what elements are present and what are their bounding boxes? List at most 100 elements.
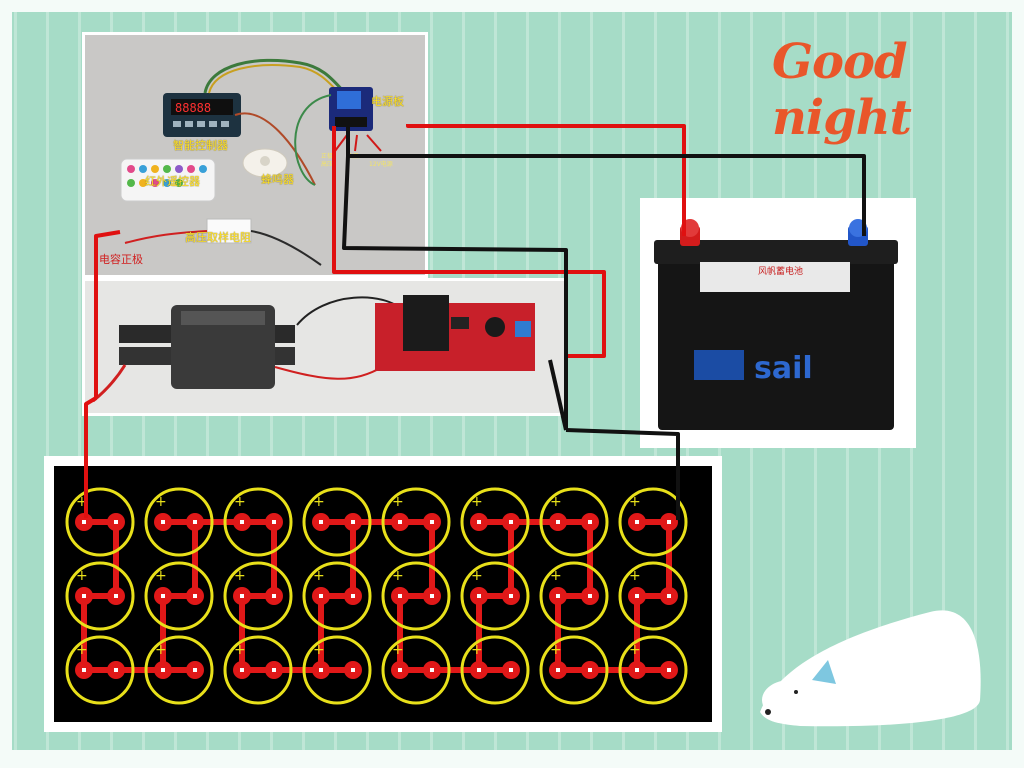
buzzer-label: 蜂鸣器 [261,173,294,186]
pcb-plus-marker: + [629,494,641,510]
relay-terminal-block [335,117,367,127]
pcb-pad-hole [556,594,560,598]
pcb-pad-hole [82,594,86,598]
transformer-coil-highlight [181,311,265,325]
pcb-pad-hole [240,594,244,598]
smart-controller-digits: 88888 [175,101,211,115]
pcb-pad-hole [193,668,197,672]
pcb-capacitor-outline [381,561,451,631]
pcb-capacitor-outline [144,487,214,557]
resistor-lead-red [124,230,208,244]
battery-case [658,258,894,430]
pcb-plus-marker: + [313,642,325,658]
pcb-plus-marker: + [471,494,483,510]
transformer-coil [171,305,275,389]
driver-ic [451,317,469,329]
hv-sampling-resistor-body [206,218,252,244]
resistor-lead-black [250,230,322,266]
pcb-pad-hole [556,668,560,672]
green-loop-wire [294,94,332,186]
pcb-pad-hole [82,668,86,672]
pcb-plus-marker: + [629,568,641,584]
pcb-pad-hole [588,520,592,524]
transformer-lead-red-2 [274,364,386,380]
pcb-pad-hole [114,520,118,524]
pcb-pad-hole [635,594,639,598]
pcb-capacitor-outline [539,561,609,631]
transformer-photo-panel [82,278,568,416]
pcb-capacitor-outline [65,487,135,557]
pcb-pad-hole [398,668,402,672]
controller-cable-yellow [208,64,344,98]
controller-cable-brown [234,112,316,186]
battery-negative-cap [849,219,867,237]
pcb-pad-hole [509,668,513,672]
battery-positive-cap [681,219,699,237]
pcb-capacitor-outline [302,561,372,631]
pcb-plus-marker: + [155,568,167,584]
pcb-pad-hole [398,520,402,524]
pcb-pad-hole [319,594,323,598]
ir-remote-label: 红外遥控器 [145,175,200,188]
pcb-pad-hole [667,520,671,524]
pcb-pad-hole [430,520,434,524]
pcb-pad-hole [319,668,323,672]
pcb-capacitor-outline [539,635,609,705]
pcb-plus-marker: + [550,568,562,584]
pcb-pad-hole [351,594,355,598]
pcb-pad-hole [430,594,434,598]
pcb-drawing: ++++++++++++++++++++++++ [65,487,688,705]
pcb-plus-marker: + [155,494,167,510]
pcb-plus-marker: + [313,494,325,510]
pcb-plus-marker: + [550,642,562,658]
driver-board [375,303,535,371]
arrow-to-terminal-3 [366,134,382,152]
driver-terminal [515,321,531,337]
controller-photo-panel: 88888 [82,32,428,278]
arrow-to-terminal-2 [354,134,358,152]
pcb-pad-hole [193,594,197,598]
pcb-pad-hole [161,594,165,598]
pcb-plus-marker: + [234,568,246,584]
terminal-label-left-2: 高压 [321,161,334,168]
pcb-plus-marker: + [234,642,246,658]
pcb-plus-marker: + [471,568,483,584]
pcb-capacitor-outline [65,561,135,631]
pcb-pad-hole [588,668,592,672]
battery-label-sticker [700,262,850,292]
pcb-pad-hole [477,594,481,598]
pcb-pad-hole [477,668,481,672]
pcb-pad-hole [635,520,639,524]
pcb-pad-hole [351,520,355,524]
pcb-plus-marker: + [392,568,404,584]
pcb-pad-hole [588,594,592,598]
pcb-pad-hole [114,594,118,598]
pcb-capacitor-outline [381,487,451,557]
pcb-plus-marker: + [234,494,246,510]
ir-remote-buttons [127,165,207,187]
pcb-pad-hole [667,594,671,598]
pcb-capacitor-outline [223,487,293,557]
pcb-plus-marker: + [76,642,88,658]
pcb-pad-hole [635,668,639,672]
battery-drawing: 风帆蓄电池 sail [654,219,898,430]
transformer-lead-red [92,364,127,403]
good-night-greeting: Good night [772,34,912,146]
driver-heatsink [403,295,449,351]
pcb-plus-marker: + [76,568,88,584]
pcb-plus-marker: + [392,494,404,510]
pcb-capacitor-outline [460,487,530,557]
pcb-capacitor-outline [144,561,214,631]
pcb-pad-hole [114,668,118,672]
transformer-photo-drawing [92,295,535,403]
battery-brand: sail [754,351,813,386]
pcb-pad-hole [240,520,244,524]
battery-lid [654,240,898,264]
capacitor-pcb-board: ++++++++++++++++++++++++ [44,456,722,732]
pcb-pad-hole [477,520,481,524]
pcb-capacitor-outline [302,635,372,705]
pcb-plus-marker: + [313,568,325,584]
arrow-to-terminal-1 [334,134,348,152]
controller-photo-drawing: 88888 [120,58,382,266]
relay-module [337,91,361,109]
